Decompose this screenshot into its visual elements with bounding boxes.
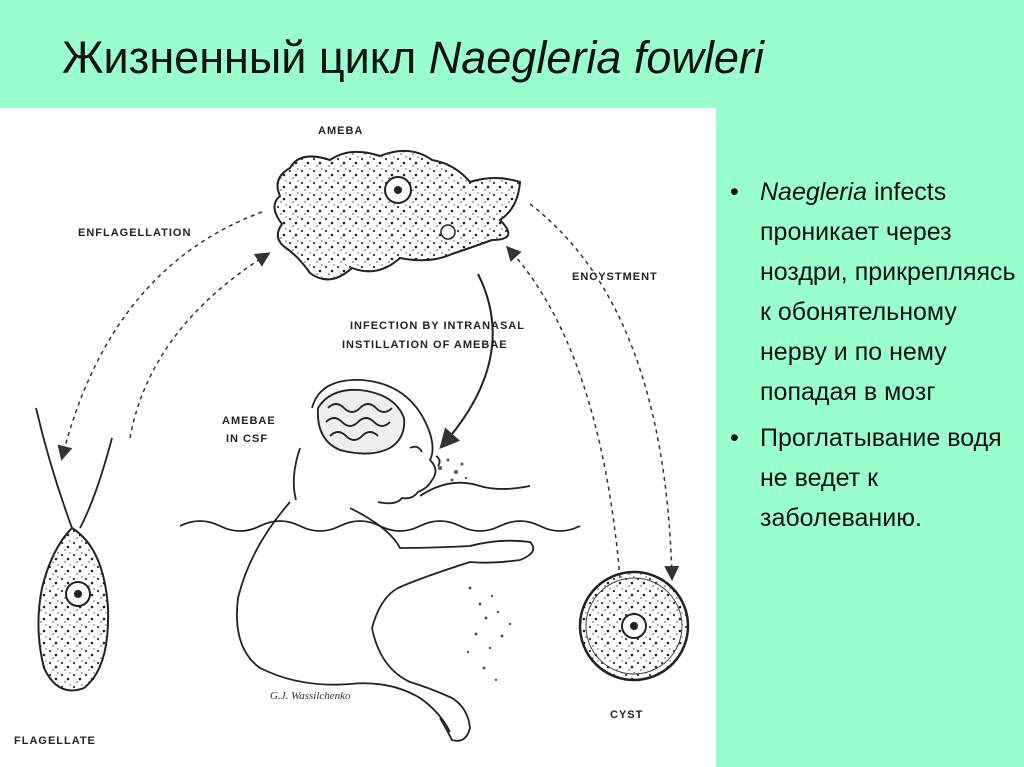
bullet-icon: • [730, 424, 739, 452]
bullet-italic-genus: Naegleria [760, 178, 868, 206]
arrow-flagellate-to-ameba [129, 252, 271, 439]
label-enflagellation: ENFLAGELLATION [78, 227, 191, 239]
water-droplets [438, 458, 512, 682]
label-cyst: CYST [610, 709, 643, 721]
arrow-ameba-to-cyst [529, 203, 680, 581]
slide-title: Жизненный цикл Naegleria fowleri [62, 32, 764, 84]
label-flagellate: FLAGELLATE [14, 735, 96, 747]
bullet-icon: • [730, 178, 739, 206]
label-infection-line2: INSTILLATION OF AMEBAE [342, 339, 508, 351]
label-infection-line1: INFECTION BY INTRANASAL [350, 320, 525, 332]
arrow-infection [439, 273, 494, 449]
artist-signature: G.J. Wassilchenko [270, 690, 351, 702]
swimmer-illustration [179, 379, 581, 742]
cyst-cell [578, 570, 690, 682]
flagellate-cell [35, 407, 113, 692]
bullet-list: • Naegleria infects проникает через ноздр… [724, 172, 1022, 544]
title-species: Naegleria fowleri [428, 32, 764, 83]
bullet-item-infection: • Naegleria infects проникает через ноздр… [724, 172, 1022, 412]
label-amebae-csf-line2: IN CSF [226, 433, 268, 445]
life-cycle-diagram: AMEBA ENFLAGELLATION ENCYSTMENT INFECTIO… [0, 108, 716, 767]
ameba-cell [273, 149, 522, 281]
life-cycle-svg: AMEBA ENFLAGELLATION ENCYSTMENT INFECTIO… [14, 125, 690, 747]
bullet-text-infection: infects проникает через ноздри, прикрепл… [760, 178, 1016, 406]
bullet-text-swallowing: Проглатывание водя не ведет к заболевани… [760, 424, 1002, 532]
arrow-cyst-to-ameba [505, 245, 621, 579]
title-plain: Жизненный цикл [62, 32, 429, 83]
arrow-ameba-to-flagellate [57, 211, 263, 461]
label-amebae-csf-line1: AMEBAE [222, 415, 276, 427]
bullet-item-swallowing: • Проглатывание водя не ведет к заболеван… [724, 418, 1022, 538]
label-ameba: AMEBA [318, 125, 363, 137]
label-encystment: ENCYSTMENT [572, 271, 658, 283]
